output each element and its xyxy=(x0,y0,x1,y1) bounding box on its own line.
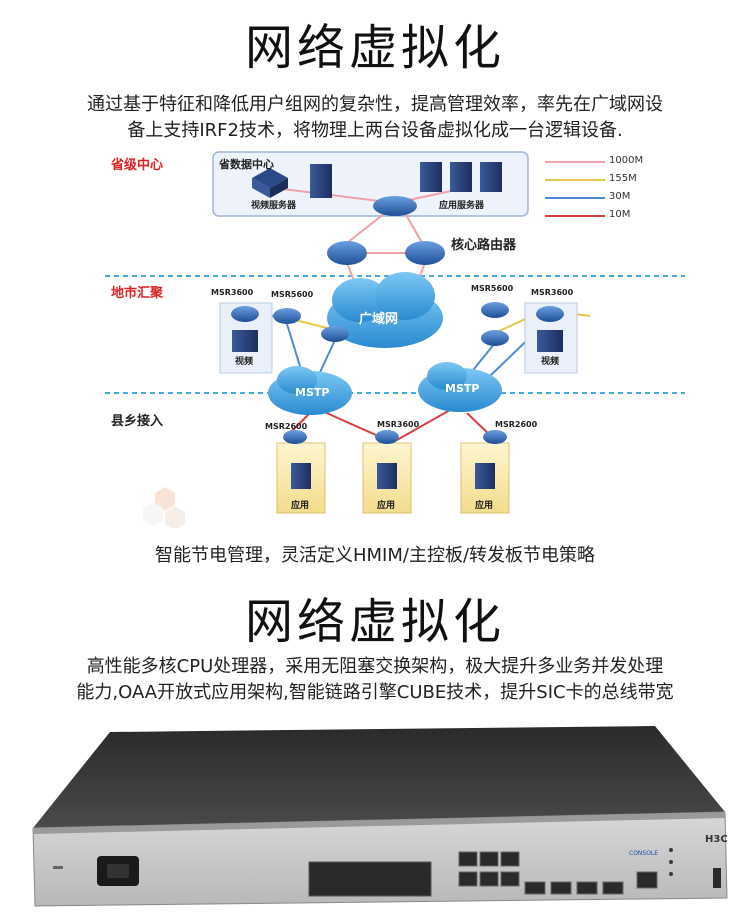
data-center-label: 省数据中心 xyxy=(219,158,274,171)
mstp-cloud-icon xyxy=(268,362,502,415)
decorative-hexagon-icon xyxy=(143,487,185,530)
legend-label-2: 155M xyxy=(609,173,637,184)
city-router-icon xyxy=(219,302,578,374)
tier-province-label: 省级中心 xyxy=(111,158,164,173)
console-port-label: CONSOLE xyxy=(629,850,659,857)
tier-county-label: 县乡接入 xyxy=(111,414,164,429)
app-server-label: 应用服务器 xyxy=(439,201,485,211)
section1-title: 网络虚拟化 xyxy=(244,20,505,76)
msr2600-label-left: MSR2600 xyxy=(265,422,308,431)
video-label-left: 视频 xyxy=(235,357,254,367)
router-device-svg xyxy=(32,726,728,907)
core-router-icon xyxy=(327,241,445,265)
section1-desc-line2: 备上支持IRF2技术，将物理上两台设备虚拟化成一台逻辑设备. xyxy=(127,120,623,141)
msr5600-label-right: MSR5600 xyxy=(471,284,514,293)
msr3600-label-bottom: MSR3600 xyxy=(377,420,420,429)
legend-label-3: 30M xyxy=(609,191,631,202)
section2-title: 网络虚拟化 xyxy=(244,594,505,650)
brand-logo: H3C xyxy=(705,834,728,845)
video-server-icon xyxy=(252,164,332,198)
app-label-3: 应用 xyxy=(475,501,494,511)
network-diagram: 省级中心 地市汇聚 县乡接入 省数据中心 视频服务器 应用服务器 核心路由器 广… xyxy=(105,148,685,530)
wan-label: 广域网 xyxy=(359,312,399,327)
section1-description: 通过基于特征和降低用户组网的复杂性，提高管理效率，率先在广域网设 备上支持IRF… xyxy=(20,92,730,144)
app-server-icon xyxy=(420,162,502,192)
legend-label-1: 1000M xyxy=(609,155,644,166)
msr5600-label-left: MSR5600 xyxy=(271,290,314,299)
county-app-box xyxy=(276,430,510,514)
wan-cloud-icon xyxy=(327,272,443,348)
app-label-1: 应用 xyxy=(291,501,310,511)
msr3600-label-left: MSR3600 xyxy=(211,288,254,297)
msr2600-label-right: MSR2600 xyxy=(495,420,538,429)
core-switch-icon xyxy=(373,196,417,216)
legend-label-4: 10M xyxy=(609,209,631,220)
app-label-2: 应用 xyxy=(377,501,396,511)
section1-desc-line1: 通过基于特征和降低用户组网的复杂性，提高管理效率，率先在广域网设 xyxy=(87,94,663,115)
section2-desc-line2: 能力,OAA开放式应用架构,智能链路引擎CUBE技术，提升SIC卡的总线带宽 xyxy=(76,682,674,703)
msr3600-label-right: MSR3600 xyxy=(531,288,574,297)
tier-city-label: 地市汇聚 xyxy=(111,286,164,301)
video-server-label: 视频服务器 xyxy=(251,201,297,211)
core-router-label: 核心路由器 xyxy=(451,238,517,253)
mstp-label-left: MSTP xyxy=(295,386,330,399)
network-diagram-svg xyxy=(105,151,685,530)
section2-desc-line1: 高性能多核CPU处理器，采用无阻塞交换架构，极大提升多业务并发处理 xyxy=(86,656,664,677)
router-device-image: H3C CONSOLE xyxy=(25,722,737,908)
mstp-label-right: MSTP xyxy=(445,382,480,395)
section1-caption: 智能节电管理，灵活定义HMIM/主控板/转发板节电策略 xyxy=(154,545,596,566)
video-label-right: 视频 xyxy=(541,357,560,367)
section2-description: 高性能多核CPU处理器，采用无阻塞交换架构，极大提升多业务并发处理 能力,OAA… xyxy=(20,654,730,706)
